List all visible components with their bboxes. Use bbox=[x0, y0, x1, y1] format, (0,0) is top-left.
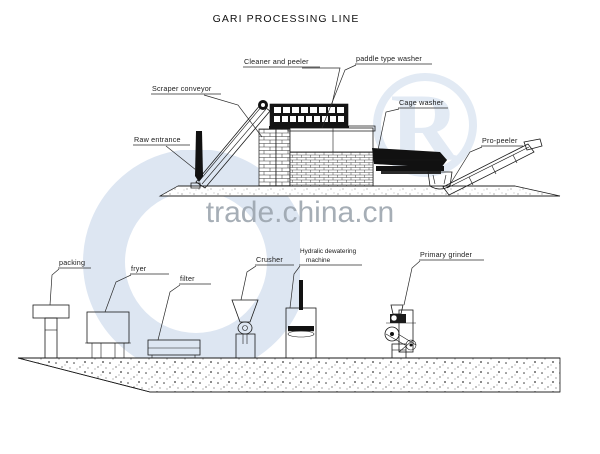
packing-machine bbox=[32, 304, 70, 359]
label-filter-text: filter bbox=[180, 274, 195, 283]
label-primary-grinder: Primary grinder bbox=[419, 250, 484, 261]
label-hydralic-dewatering-line1: Hydralic dewatering bbox=[300, 248, 357, 255]
page-title: GARI PROCESSING LINE bbox=[213, 13, 360, 25]
scraper-conveyor-machine bbox=[190, 100, 271, 189]
label-cleaner-and-peeler-text: Cleaner and peeler bbox=[244, 57, 309, 66]
label-fryer-text: fryer bbox=[131, 264, 147, 273]
lower-label-leaders bbox=[49, 260, 421, 341]
paddle-type-washer-machine bbox=[287, 125, 376, 187]
filter-machine bbox=[147, 339, 201, 358]
cleaner-and-peeler-machine bbox=[269, 103, 349, 129]
label-paddle-type-washer-text: paddle type washer bbox=[356, 54, 422, 63]
hydralic-dewatering-machine bbox=[285, 280, 317, 359]
label-cleaner-and-peeler: Cleaner and peeler bbox=[243, 57, 320, 68]
label-scraper-conveyor-text: Scraper conveyor bbox=[152, 84, 212, 93]
label-packing-text: packing bbox=[59, 258, 85, 267]
label-filter: filter bbox=[179, 274, 211, 285]
lower-ground bbox=[17, 357, 561, 393]
label-paddle-type-washer: paddle type washer bbox=[355, 54, 432, 65]
label-pro-peeler: Pro-peeler bbox=[481, 136, 523, 147]
label-scraper-conveyor: Scraper conveyor bbox=[151, 84, 221, 95]
label-crusher-text: Crusher bbox=[256, 255, 283, 264]
primary-grinder-machine bbox=[384, 304, 417, 359]
upper-label-leaders bbox=[165, 64, 483, 187]
label-hydralic-dewatering-machine: Hydralic dewatering machine bbox=[299, 248, 362, 266]
cage-washer-machine bbox=[372, 148, 447, 174]
label-crusher: Crusher bbox=[255, 255, 294, 266]
fryer-machine bbox=[85, 311, 131, 358]
label-primary-grinder-text: Primary grinder bbox=[420, 250, 473, 259]
label-raw-entrance: Raw entrance bbox=[133, 135, 190, 146]
pro-peeler-machine bbox=[442, 138, 543, 196]
label-cage-washer: Cage washer bbox=[398, 98, 448, 109]
label-fryer: fryer bbox=[130, 264, 169, 275]
label-pro-peeler-text: Pro-peeler bbox=[482, 136, 518, 145]
crusher-machine bbox=[231, 299, 259, 359]
discharge-hopper bbox=[427, 171, 453, 190]
label-hydralic-dewatering-line2: machine bbox=[306, 257, 331, 264]
label-cage-washer-text: Cage washer bbox=[399, 98, 444, 107]
label-raw-entrance-text: Raw entrance bbox=[134, 135, 181, 144]
watermark-url-text: trade.china.cn bbox=[206, 196, 394, 229]
label-packing: packing bbox=[58, 258, 91, 269]
